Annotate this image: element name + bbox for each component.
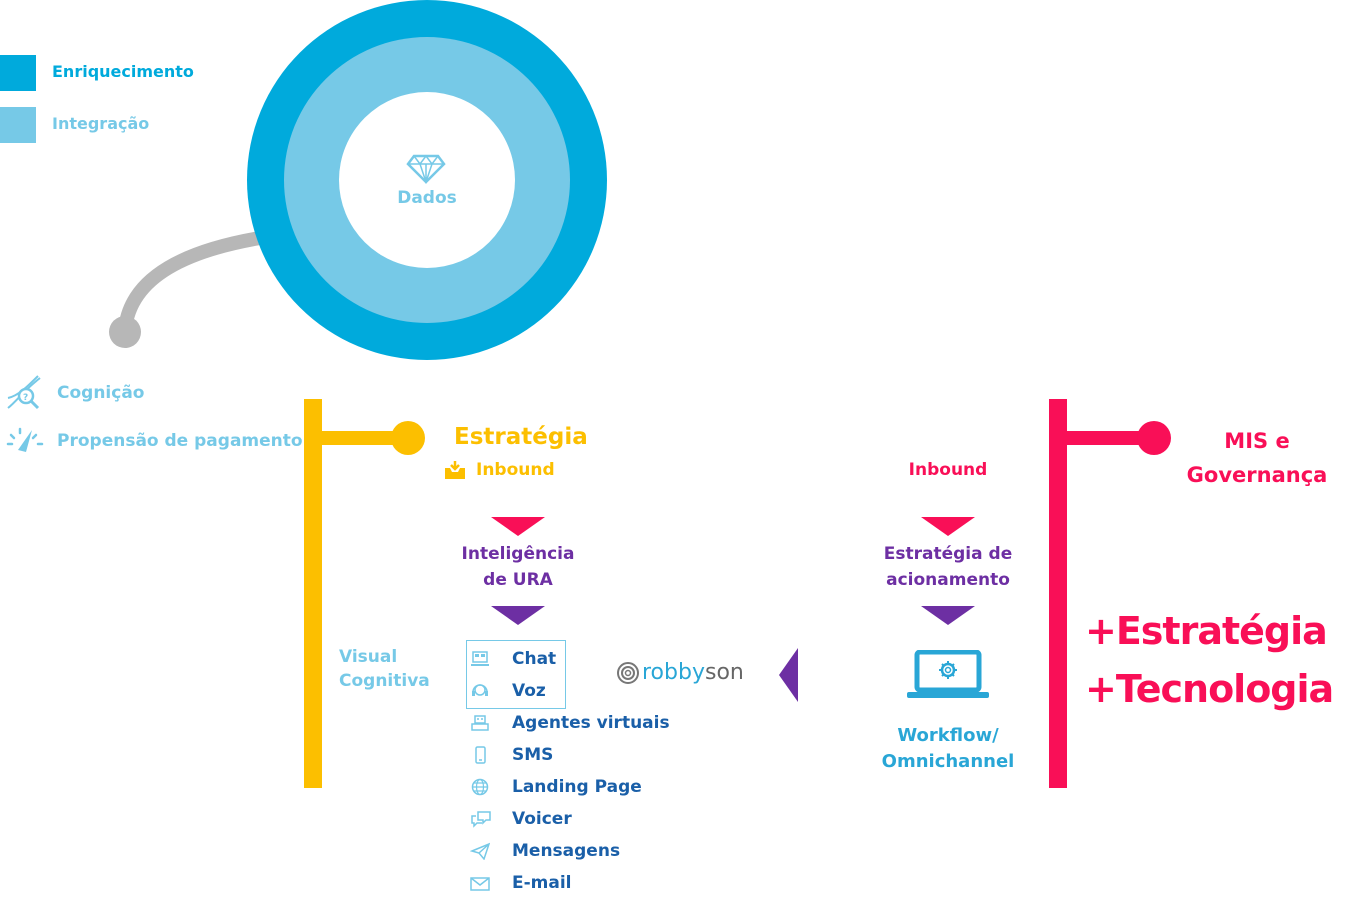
mis-connector xyxy=(1067,431,1147,445)
arrow-down-pink-left xyxy=(491,517,545,536)
workflow-line2: Omnichannel xyxy=(881,751,1015,772)
mis-title-line2: Governança xyxy=(1186,463,1328,487)
channel-label: Agentes virtuais xyxy=(512,713,670,733)
strategy-bar xyxy=(304,399,322,788)
mis-bar xyxy=(1049,399,1067,788)
ura-label-line1: Inteligência xyxy=(461,544,575,564)
channel-item-voz[interactable]: Voz xyxy=(470,675,546,707)
channel-label: Voz xyxy=(512,681,546,701)
paper-plane-icon xyxy=(470,841,498,861)
channel-label: Landing Page xyxy=(512,777,642,797)
arrow-down-pink-right xyxy=(921,517,975,536)
svg-text:?: ? xyxy=(23,393,28,403)
channel-label: Chat xyxy=(512,649,557,669)
dna-magnifier-icon: ? xyxy=(4,374,44,412)
visual-cognitiva-line2: Cognitiva xyxy=(339,671,430,691)
legend-label-integration: Integração xyxy=(52,114,150,133)
channel-item-voicer[interactable]: Voicer xyxy=(470,803,572,835)
acionamento-line1: Estratégia de xyxy=(883,544,1013,564)
payment-propensity-label: Propensão de pagamento xyxy=(57,431,303,451)
workflow-inbound-label: Inbound xyxy=(908,460,988,480)
legend-swatch-enrichment xyxy=(0,55,36,91)
visual-cognitiva-line1: Visual xyxy=(339,647,398,667)
channel-label: Voicer xyxy=(512,809,572,829)
acionamento-line2: acionamento xyxy=(886,570,1010,590)
headset-icon xyxy=(470,681,498,701)
smartphone-icon xyxy=(470,745,498,765)
envelope-icon xyxy=(470,873,498,893)
channel-item-landing-page[interactable]: Landing Page xyxy=(470,771,642,803)
strategy-dot xyxy=(391,421,425,455)
diamond-icon xyxy=(406,154,446,184)
channel-item-email[interactable]: E-mail xyxy=(470,867,572,899)
laptop-chat-icon xyxy=(470,649,498,669)
tagline-technology: +Tecnologia xyxy=(1085,667,1334,711)
mis-dot xyxy=(1137,421,1171,455)
legend-swatch-integration xyxy=(0,107,36,143)
arrow-down-purple-left xyxy=(491,606,545,625)
strategy-inbound-label: Inbound xyxy=(476,460,555,480)
channel-label: Mensagens xyxy=(512,841,621,861)
visual-channels-box xyxy=(466,640,566,709)
laptop-gear-icon xyxy=(907,650,989,700)
legend-label-enrichment: Enriquecimento xyxy=(52,62,194,81)
channel-item-mensagens[interactable]: Mensagens xyxy=(470,835,620,867)
workflow-line1: Workflow/ xyxy=(897,725,999,746)
gauge-icon xyxy=(6,426,44,454)
cognition-label: Cognição xyxy=(57,383,145,403)
mis-title-line1: MIS e xyxy=(1224,429,1290,453)
robbyson-logo-part1: robby xyxy=(642,660,705,685)
inbox-icon xyxy=(444,460,466,480)
tagline-strategy: +Estratégia xyxy=(1085,609,1328,653)
channel-item-agentes-virtuais[interactable]: Agentes virtuais xyxy=(470,707,670,739)
channel-label: SMS xyxy=(512,745,554,765)
ura-label-line2: de URA xyxy=(483,570,553,590)
robot-agent-icon xyxy=(470,713,498,733)
strategy-connector xyxy=(322,431,402,445)
robbyson-logo-icon xyxy=(617,661,639,684)
speech-bubbles-icon xyxy=(470,809,498,829)
arrow-down-purple-right xyxy=(921,606,975,625)
channel-label: E-mail xyxy=(512,873,572,893)
grey-connector xyxy=(109,231,262,348)
arrow-left-purple xyxy=(779,648,798,702)
strategy-title: Estratégia xyxy=(454,424,588,450)
channel-item-sms[interactable]: SMS xyxy=(470,739,553,771)
globe-icon xyxy=(470,777,498,797)
core-label: Dados xyxy=(397,188,457,208)
channel-item-chat[interactable]: Chat xyxy=(470,643,556,675)
connector-end-dot xyxy=(109,316,141,348)
robbyson-logo-part2: son xyxy=(704,660,744,685)
